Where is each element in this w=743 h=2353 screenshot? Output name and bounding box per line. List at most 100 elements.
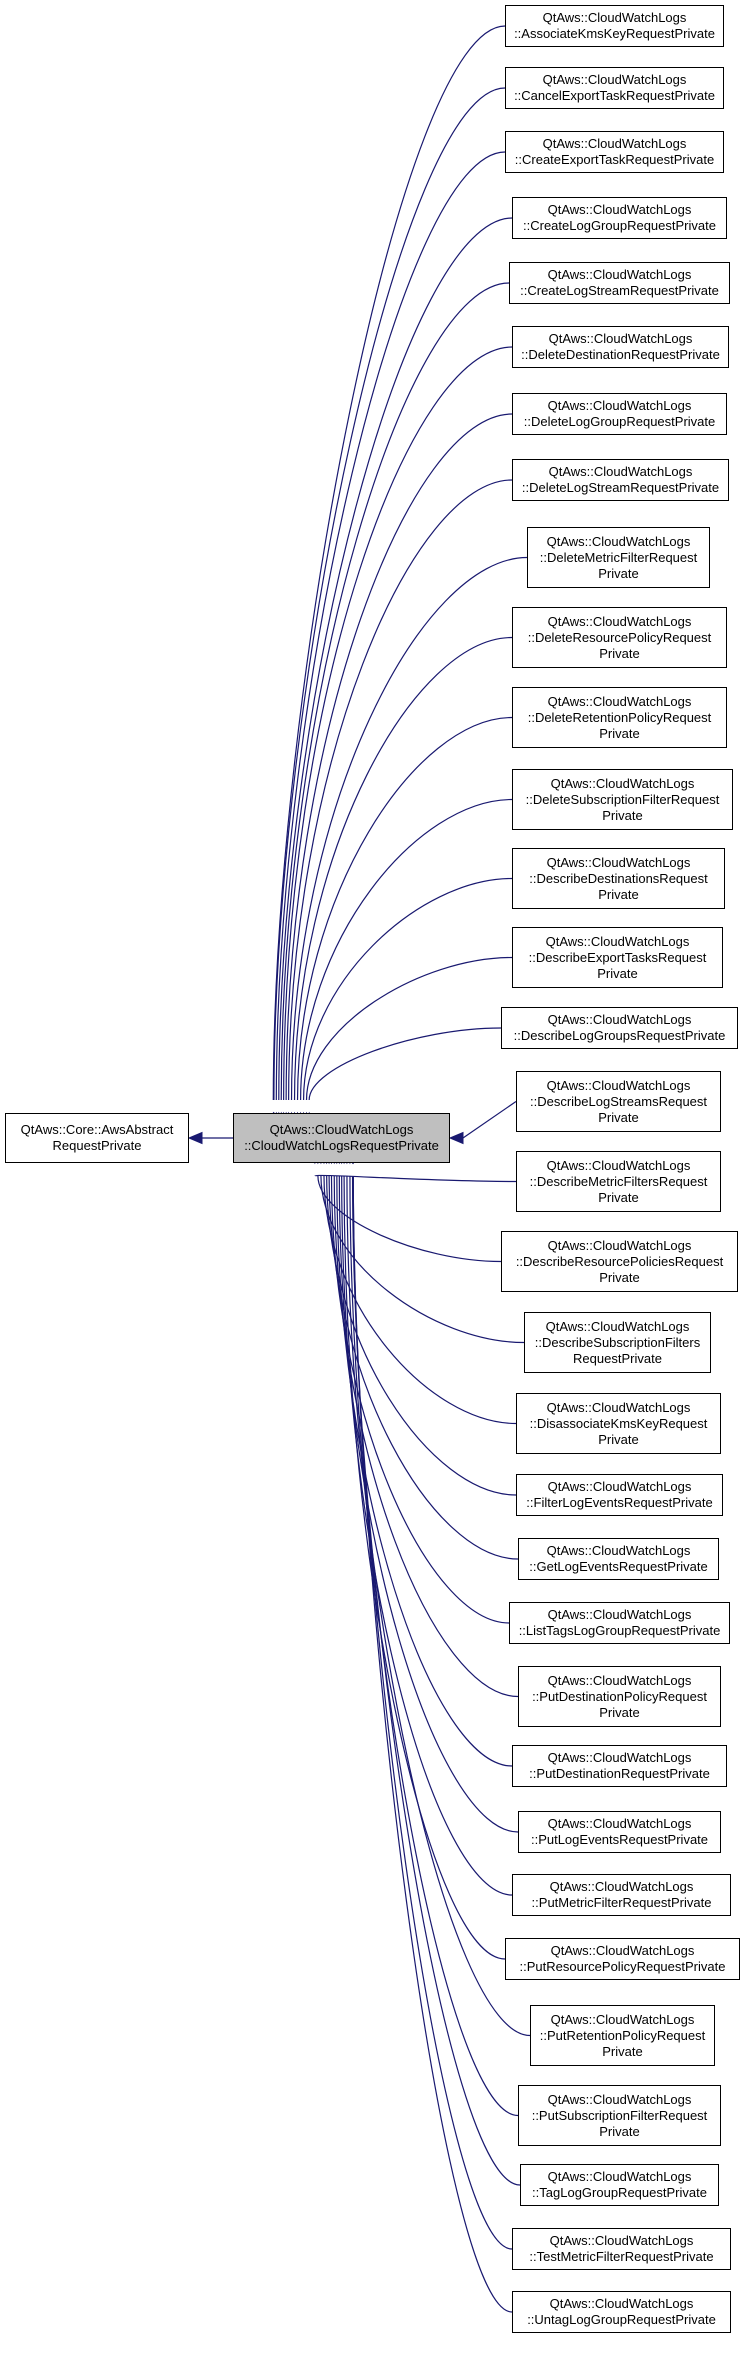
derived-class-node[interactable]: QtAws::CloudWatchLogs::DescribeLogGroups… [501, 1007, 738, 1049]
edge-from-derived [273, 87, 506, 1101]
edge-from-derived [336, 1175, 513, 1767]
derived-class-node[interactable]: QtAws::CloudWatchLogs::DescribeExportTas… [512, 927, 723, 988]
edge-from-derived [283, 346, 513, 1101]
derived-class-node[interactable]: QtAws::CloudWatchLogs::PutLogEventsReque… [518, 1811, 721, 1853]
edge-from-derived [288, 479, 513, 1101]
node-label-line: QtAws::CloudWatchLogs [547, 1607, 692, 1622]
derived-class-node[interactable]: QtAws::CloudWatchLogs::DeleteSubscriptio… [512, 769, 733, 830]
derived-class-node[interactable]: QtAws::CloudWatchLogs::FilterLogEventsRe… [516, 1474, 723, 1516]
edge-from-derived [462, 1101, 517, 1139]
node-label-line: ::FilterLogEventsRequestPrivate [526, 1495, 713, 1510]
node-label-line: QtAws::CloudWatchLogs [548, 464, 693, 479]
derived-class-node[interactable]: QtAws::CloudWatchLogs::ListTagsLogGroupR… [509, 1602, 730, 1644]
node-label-line: ::PutDestinationPolicyRequest [532, 1688, 707, 1704]
edge-from-derived [308, 1027, 502, 1101]
edge-from-derived [302, 877, 513, 1101]
node-label-line: ::UntagLogGroupRequestPrivate [527, 2312, 716, 2327]
node-label-line: Private [599, 1704, 640, 1720]
edge-from-derived [285, 413, 513, 1101]
derived-class-node[interactable]: QtAws::CloudWatchLogs::PutDestinationPol… [518, 1666, 721, 1727]
derived-class-node[interactable]: QtAws::CloudWatchLogs::PutDestinationReq… [512, 1745, 727, 1787]
derived-class-node[interactable]: QtAws::CloudWatchLogs::PutResourcePolicy… [505, 1938, 740, 1980]
derived-class-node[interactable]: QtAws::CloudWatchLogs::CreateLogGroupReq… [512, 197, 727, 239]
node-label-line: ::DescribeExportTasksRequest [528, 949, 707, 965]
node-label-line: ::DescribeMetricFiltersRequest [529, 1173, 708, 1189]
node-label-line: ::DescribeLogStreamsRequest [529, 1093, 708, 1109]
node-label-line: QtAws::CloudWatchLogs [546, 533, 691, 549]
current-class-node: QtAws::CloudWatchLogs::CloudWatchLogsReq… [233, 1113, 450, 1163]
edge-from-derived [299, 798, 513, 1101]
edge-from-derived [333, 1175, 519, 1698]
derived-class-node[interactable]: QtAws::CloudWatchLogs::UntagLogGroupRequ… [512, 2291, 731, 2333]
derived-class-node[interactable]: QtAws::CloudWatchLogs::TagLogGroupReques… [520, 2164, 719, 2206]
node-label-line: QtAws::CloudWatchLogs [542, 10, 687, 25]
node-label-line: RequestPrivate [52, 1138, 142, 1153]
node-label-line: RequestPrivate [573, 1350, 662, 1366]
node-label-line: QtAws::CloudWatchLogs [542, 72, 687, 87]
derived-class-node[interactable]: QtAws::CloudWatchLogs::DeleteLogStreamRe… [512, 459, 729, 501]
node-label-line: Private [602, 807, 643, 823]
edge-from-derived [305, 956, 513, 1101]
node-label-line: QtAws::CloudWatchLogs [550, 775, 695, 791]
node-label-line: ::DeleteLogStreamRequestPrivate [521, 480, 720, 495]
edge-from-derived [352, 1175, 513, 2250]
node-label-line: QtAws::CloudWatchLogs [269, 1122, 414, 1137]
derived-class-node[interactable]: QtAws::CloudWatchLogs::DeleteRetentionPo… [512, 687, 727, 748]
derived-class-node[interactable]: QtAws::CloudWatchLogs::PutSubscriptionFi… [518, 2085, 721, 2146]
derived-class-node[interactable]: QtAws::CloudWatchLogs::DescribeSubscript… [524, 1312, 711, 1373]
derived-class-node[interactable]: QtAws::CloudWatchLogs::CreateExportTaskR… [505, 131, 724, 173]
edge-from-derived [328, 1175, 519, 1560]
node-label-line: ::PutSubscriptionFilterRequest [531, 2107, 708, 2123]
node-label-line: ::DisassociateKmsKeyRequest [529, 1415, 708, 1431]
edge-from-derived [326, 1175, 517, 1496]
node-label-line: ::PutLogEventsRequestPrivate [530, 1832, 709, 1847]
node-label-line: ::CloudWatchLogsRequestPrivate [244, 1138, 439, 1153]
derived-class-node[interactable]: QtAws::CloudWatchLogs::TestMetricFilterR… [512, 2228, 731, 2270]
node-label-line: ::AssociateKmsKeyRequestPrivate [514, 26, 715, 41]
derived-class-node[interactable]: QtAws::CloudWatchLogs::GetLogEventsReque… [518, 1538, 719, 1580]
node-label-line: ::DescribeSubscriptionFilters [534, 1334, 701, 1350]
node-label-line: Private [599, 1269, 640, 1285]
node-label-line: Private [599, 645, 640, 661]
derived-class-node[interactable]: QtAws::CloudWatchLogs::DisassociateKmsKe… [516, 1393, 721, 1454]
derived-class-node[interactable]: QtAws::CloudWatchLogs::AssociateKmsKeyRe… [505, 5, 724, 47]
node-label-line: QtAws::CloudWatchLogs [546, 854, 691, 870]
derived-class-node[interactable]: QtAws::CloudWatchLogs::DeleteDestination… [512, 326, 729, 368]
derived-class-node[interactable]: QtAws::CloudWatchLogs::DeleteLogGroupReq… [512, 393, 727, 435]
node-label-line: ::DescribeLogGroupsRequestPrivate [513, 1028, 726, 1043]
node-label-line: QtAws::CloudWatchLogs [547, 202, 692, 217]
node-label-line: Private [598, 1109, 639, 1125]
derived-class-node[interactable]: QtAws::CloudWatchLogs::DescribeMetricFil… [516, 1151, 721, 1212]
derived-class-node[interactable]: QtAws::CloudWatchLogs::DescribeResourceP… [501, 1231, 738, 1292]
derived-class-node[interactable]: QtAws::CloudWatchLogs::PutRetentionPolic… [530, 2005, 715, 2066]
edge-from-derived [296, 716, 513, 1101]
node-label-line: QtAws::CloudWatchLogs [549, 2233, 694, 2248]
node-label-line: QtAws::CloudWatchLogs [546, 1077, 691, 1093]
derived-class-node[interactable]: QtAws::CloudWatchLogs::CreateLogStreamRe… [509, 262, 730, 304]
node-label-line: QtAws::CloudWatchLogs [547, 267, 692, 282]
node-label-line: QtAws::CloudWatchLogs [546, 1543, 691, 1558]
derived-class-node[interactable]: QtAws::CloudWatchLogs::DescribeLogStream… [516, 1071, 721, 1132]
derived-class-node[interactable]: QtAws::CloudWatchLogs::DescribeDestinati… [512, 848, 725, 909]
derived-class-node[interactable]: QtAws::CloudWatchLogs::PutMetricFilterRe… [512, 1874, 731, 1916]
node-label-line: QtAws::CloudWatchLogs [546, 1399, 691, 1415]
node-label-line: ::DeleteSubscriptionFilterRequest [525, 791, 720, 807]
node-label-line: ::DeleteMetricFilterRequest [539, 549, 698, 565]
derived-class-node[interactable]: QtAws::CloudWatchLogs::DeleteResourcePol… [512, 607, 727, 668]
derived-class-node[interactable]: QtAws::CloudWatchLogs::DeleteMetricFilte… [527, 527, 710, 588]
node-label-line: QtAws::CloudWatchLogs [547, 1672, 692, 1688]
node-label-line: ::ListTagsLogGroupRequestPrivate [518, 1623, 721, 1638]
edge-from-derived [290, 556, 528, 1101]
node-label-line: QtAws::CloudWatchLogs [547, 2169, 692, 2184]
derived-class-node[interactable]: QtAws::CloudWatchLogs::CancelExportTaskR… [505, 67, 724, 109]
node-label-line: ::PutDestinationRequestPrivate [529, 1766, 710, 1781]
node-label-line: Private [598, 565, 639, 581]
node-label-line: ::PutResourcePolicyRequestPrivate [519, 1959, 726, 1974]
node-label-line: ::DescribeDestinationsRequest [529, 870, 708, 886]
node-label-line: QtAws::CloudWatchLogs [547, 1816, 692, 1831]
edge-to-base-arrowhead [187, 1131, 203, 1145]
node-label-line: QtAws::CloudWatchLogs [547, 1479, 692, 1494]
node-label-line: QtAws::CloudWatchLogs [545, 933, 690, 949]
edge-from-derived [346, 1175, 531, 2037]
